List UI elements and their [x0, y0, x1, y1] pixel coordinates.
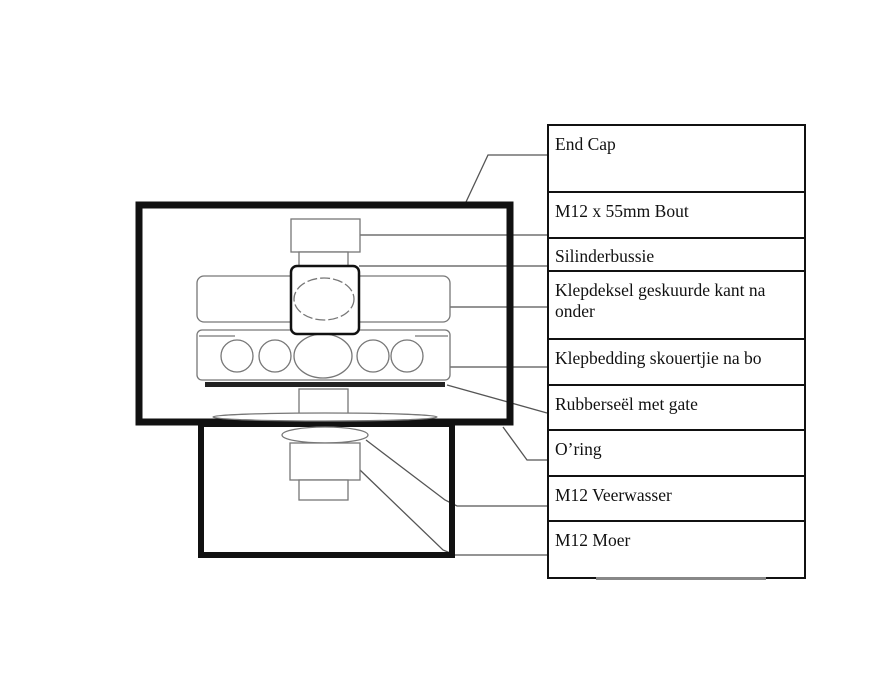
seat-hole: [258, 339, 292, 373]
bolt-shank-bottom: [298, 388, 349, 418]
bolt-shank-top: [298, 251, 349, 267]
label-o-ring: O’ring: [549, 431, 804, 477]
label-spring-washer: M12 Veerwasser: [549, 477, 804, 522]
leader-rubber-seal: [446, 384, 548, 414]
label-bushing: Silinderbussie: [549, 239, 804, 272]
nut: [298, 479, 349, 501]
seat-hole: [390, 339, 424, 373]
seat-hole: [220, 339, 254, 373]
label-valve-cover: Klepdeksel geskuurde kant na onder: [549, 272, 804, 340]
label-bolt: M12 x 55mm Bout: [549, 193, 804, 239]
leader-o-ring: [502, 426, 547, 461]
table-shadow: [596, 577, 766, 580]
rubber-seal: [205, 382, 445, 387]
spring-washer: [289, 442, 361, 481]
seat-hole: [356, 339, 390, 373]
label-rubber-seal: Rubberseël met gate: [549, 386, 804, 431]
seat-center-hole: [293, 333, 353, 379]
lower-housing: [198, 421, 455, 558]
label-nut: M12 Moer: [555, 530, 631, 550]
end-plate: [212, 412, 438, 422]
o-ring: [281, 426, 369, 444]
cylinder-bushing: [289, 264, 361, 336]
bushing-bore: [293, 277, 355, 321]
bolt-head: [290, 218, 361, 253]
leader-end-cap: [465, 154, 547, 203]
parts-label-table: End Cap M12 x 55mm Bout Silinderbussie K…: [547, 124, 806, 579]
label-valve-seat: Klepbedding skouertjie na bo: [549, 340, 804, 386]
label-end-cap: End Cap: [549, 126, 804, 193]
